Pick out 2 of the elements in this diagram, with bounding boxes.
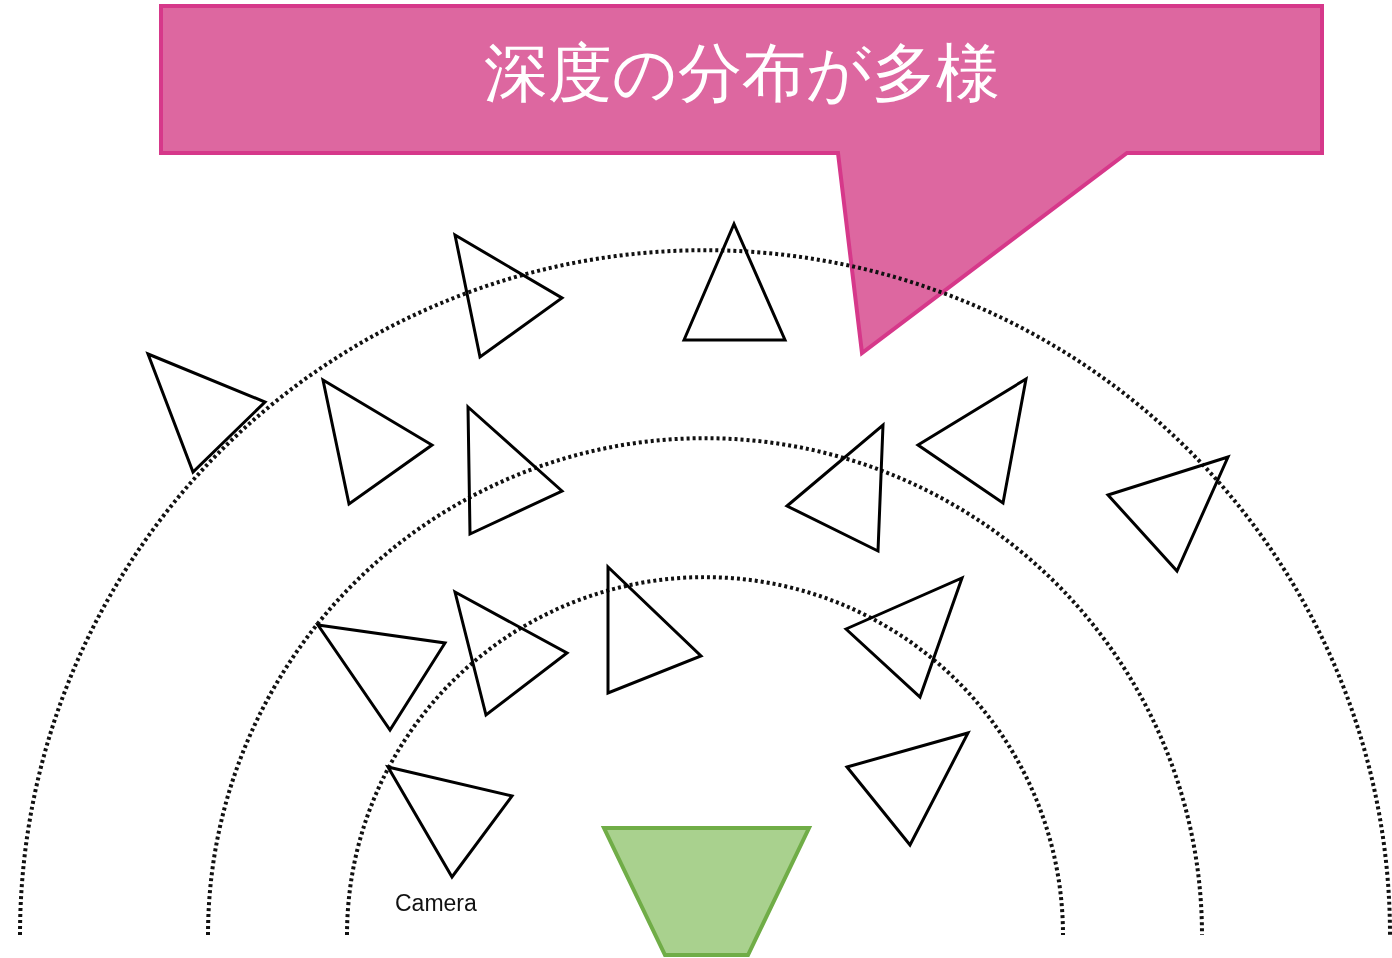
- callout-text: 深度の分布が多様: [482, 35, 1001, 112]
- camera-label: Camera: [395, 890, 477, 917]
